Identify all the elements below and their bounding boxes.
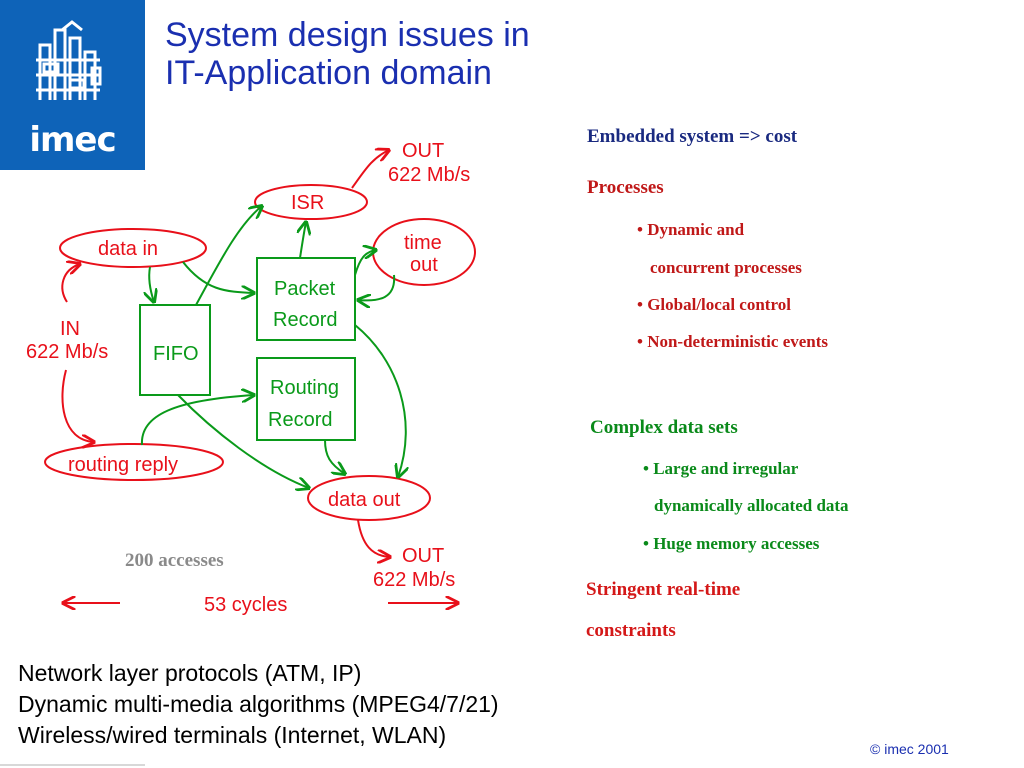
- embedded-cost-heading: Embedded system => cost: [587, 126, 798, 147]
- imec-logo: imec: [0, 0, 145, 170]
- copyright: © imec 2001: [870, 741, 949, 757]
- packet-record-label-1: Packet: [274, 278, 336, 300]
- arrow-timeout-packet: [358, 274, 396, 300]
- fifo-label: FIFO: [153, 343, 199, 365]
- data-in-node: [59, 228, 207, 268]
- arrow-packet-isr: [300, 222, 306, 259]
- process-item-1-text: Dynamic and: [647, 220, 745, 239]
- arrow-datain-packet: [182, 261, 254, 293]
- routing-record-label-2: Record: [268, 409, 333, 431]
- arrow-fifo-dataout: [177, 394, 309, 488]
- routing-reply-node: [44, 443, 224, 481]
- arrow-in-reply: [61, 369, 94, 442]
- arrow-fifo-isr: [195, 206, 262, 306]
- out-top-rate: 622 Mb/s: [388, 164, 471, 186]
- bottom-text: Network layer protocols (ATM, IP) Dynami…: [18, 658, 499, 751]
- page-title: System design issues in IT-Application d…: [165, 16, 530, 92]
- complex-item-1: • Large and irregular: [643, 459, 799, 478]
- bottom-line-3: Wireless/wired terminals (Internet, WLAN…: [18, 722, 447, 748]
- packet-record-label-2: Record: [273, 309, 338, 331]
- arrow-isr-out: [351, 150, 389, 189]
- routing-reply-label: routing reply: [68, 454, 179, 476]
- routing-record-box: [256, 357, 356, 441]
- complex-item-2: • Huge memory accesses: [643, 534, 820, 553]
- complex-data-heading: Complex data sets: [590, 417, 738, 438]
- isr-node: [254, 184, 368, 220]
- logo-text: imec: [29, 120, 116, 160]
- out-bottom-rate: 622 Mb/s: [373, 569, 456, 591]
- time-out-label-1: time: [404, 232, 442, 254]
- bottom-line-2: Dynamic multi-media algorithms (MPEG4/7/…: [18, 691, 499, 717]
- arrow-dataout-out: [357, 519, 390, 557]
- isr-label: ISR: [291, 192, 325, 214]
- arrow-reply-routingrec: [140, 395, 254, 446]
- data-in-label: data in: [98, 238, 159, 260]
- process-item-2-text: Global/local control: [647, 295, 791, 314]
- fifo-box: [139, 304, 211, 396]
- title-line-2: IT-Application domain: [165, 54, 492, 92]
- bottom-line-1: Network layer protocols (ATM, IP): [18, 660, 362, 686]
- complex-item-2-text: Huge memory accesses: [653, 534, 820, 553]
- stringent-line-2: constraints: [586, 620, 676, 641]
- imec-logo-mark-icon: [36, 20, 102, 100]
- complex-item-1-text: Large and irregular: [653, 459, 799, 478]
- arrow-routingrec-dataout: [324, 439, 345, 474]
- process-item-1: • Dynamic and: [637, 220, 745, 239]
- accesses-label: 200 accesses: [125, 550, 224, 571]
- in-label: IN: [60, 318, 80, 340]
- arrow-datain-fifo: [149, 266, 154, 302]
- process-item-3-text: Non-deterministic events: [647, 332, 829, 351]
- process-item-1-cont: concurrent processes: [650, 258, 802, 277]
- out-top-label: OUT: [402, 140, 445, 162]
- process-item-2: • Global/local control: [637, 295, 791, 314]
- routing-record-label-1: Routing: [270, 377, 339, 399]
- out-bottom-label: OUT: [402, 545, 445, 567]
- arrow-packet-timeout: [354, 250, 376, 276]
- data-out-node: [307, 475, 431, 521]
- arrow-packet-dataout: [354, 324, 406, 477]
- footer-divider: [0, 764, 145, 766]
- arrow-in-datain: [61, 264, 80, 303]
- process-item-3: • Non-deterministic events: [637, 332, 829, 351]
- time-out-label-2: out: [410, 254, 438, 276]
- stringent-line-1: Stringent real-time: [586, 579, 741, 600]
- title-line-1: System design issues in: [165, 16, 530, 54]
- cycles-label: 53 cycles: [204, 594, 288, 616]
- complex-item-1-cont: dynamically allocated data: [654, 496, 849, 515]
- data-out-label: data out: [328, 489, 401, 511]
- processes-heading: Processes: [587, 177, 664, 198]
- packet-record-box: [256, 257, 356, 341]
- in-rate: 622 Mb/s: [26, 341, 109, 363]
